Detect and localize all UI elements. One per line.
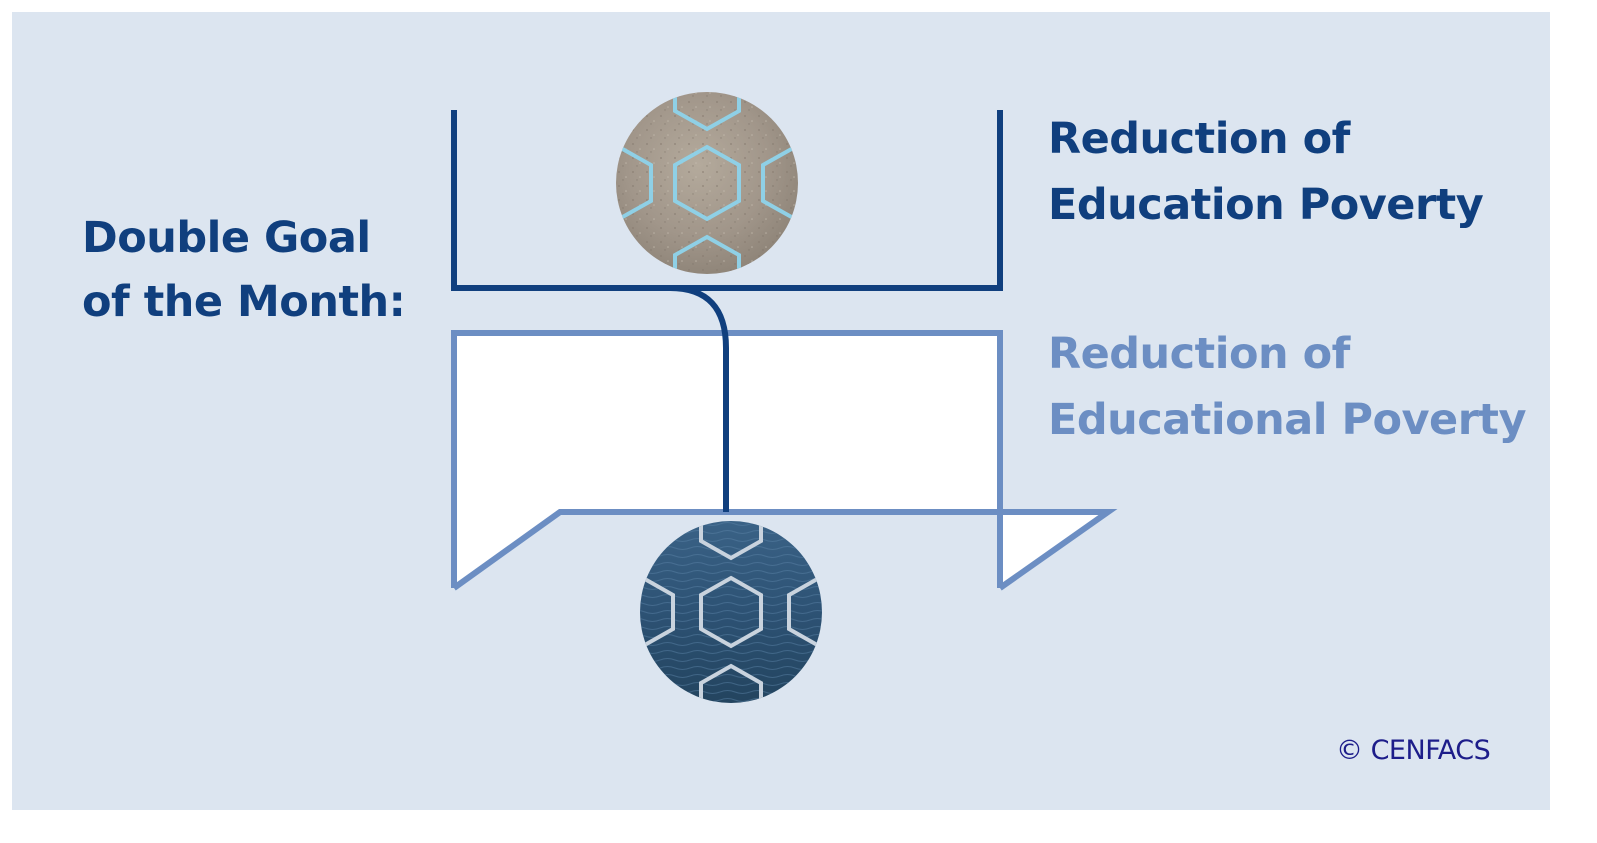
title-line-2: of the Month: [82,277,406,327]
title-line-1: Double Goal [82,213,371,263]
goal-1-line-2: Education Poverty [1048,180,1484,230]
education-poverty-goal-frame [451,110,1003,512]
goal-2-line-1: Reduction of [1048,329,1350,379]
copyright-notice: © CENFACS [1336,735,1491,766]
water-ball-icon [640,521,822,703]
goal-1-line-1: Reduction of [1048,114,1350,164]
education-poverty-label: Reduction of Education Poverty [1048,106,1484,238]
sand-ball-icon [616,92,798,274]
educational-poverty-label: Reduction of Educational Poverty [1048,321,1527,453]
goal-2-line-2: Educational Poverty [1048,395,1527,445]
double-goal-title: Double Goal of the Month: [82,206,406,334]
